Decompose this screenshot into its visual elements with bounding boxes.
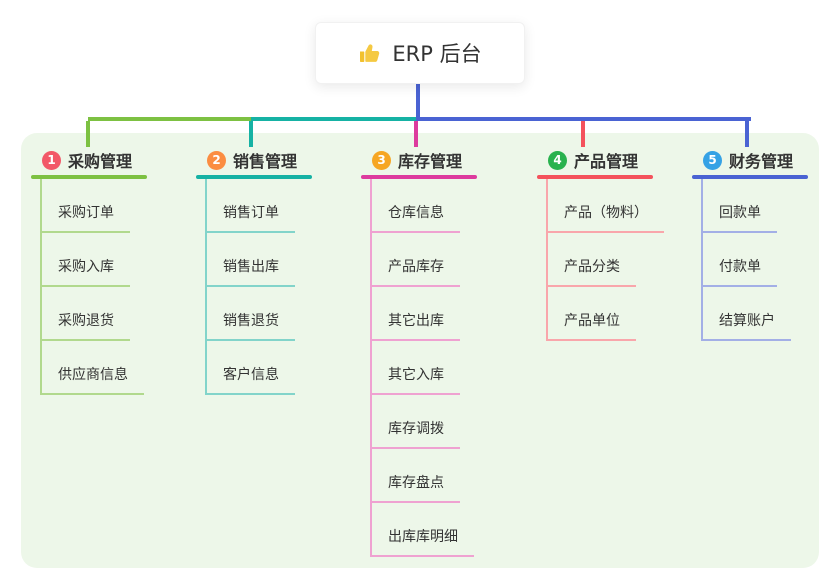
branch-number-badge: 5: [703, 150, 722, 170]
child-item[interactable]: 客户信息: [205, 365, 295, 395]
branch-underline: [537, 175, 653, 179]
thumbs-up-icon: [358, 41, 382, 65]
branch-number-badge: 2: [207, 150, 226, 170]
branch-title[interactable]: 4 产品管理: [548, 149, 638, 171]
branch-number-badge: 4: [548, 150, 567, 170]
branch-title[interactable]: 5 财务管理: [703, 149, 793, 171]
branch-children-line: [370, 179, 372, 557]
child-item[interactable]: 产品单位: [546, 311, 636, 341]
branch-underline: [692, 175, 808, 179]
child-item[interactable]: 供应商信息: [40, 365, 144, 395]
child-item[interactable]: 采购入库: [40, 257, 130, 287]
bus-segment-2: [251, 117, 416, 121]
branch-number-badge: 3: [372, 150, 391, 170]
branch-children-line: [205, 179, 207, 395]
root-connector-line: [416, 82, 420, 121]
branch-title-label: 销售管理: [233, 152, 298, 171]
branch-children-line: [40, 179, 42, 395]
child-item[interactable]: 库存调拨: [370, 419, 460, 449]
branch-underline: [31, 175, 147, 179]
branch-drop-line-5: [745, 121, 749, 147]
child-item[interactable]: 库存盘点: [370, 473, 460, 503]
root-label: ERP 后台: [392, 42, 482, 66]
branch-drop-line-4: [581, 121, 585, 147]
child-item[interactable]: 出库库明细: [370, 527, 474, 557]
child-item[interactable]: 产品（物料）: [546, 203, 664, 233]
branch-title-label: 财务管理: [729, 152, 794, 171]
child-item[interactable]: 仓库信息: [370, 203, 460, 233]
branch-title[interactable]: 3 库存管理: [372, 149, 462, 171]
child-item[interactable]: 销售退货: [205, 311, 295, 341]
bus-segment-1: [88, 117, 251, 121]
child-item[interactable]: 付款单: [701, 257, 777, 287]
branch-children-line: [546, 179, 548, 341]
child-item[interactable]: 其它入库: [370, 365, 460, 395]
branch-drop-line-3: [414, 121, 418, 147]
branch-drop-line-2: [249, 121, 253, 147]
branch-number-badge: 1: [42, 150, 61, 170]
branch-underline: [196, 175, 312, 179]
branch-title[interactable]: 2 销售管理: [207, 149, 297, 171]
child-item[interactable]: 采购退货: [40, 311, 130, 341]
child-item[interactable]: 结算账户: [701, 311, 791, 341]
branch-drop-line-1: [86, 121, 90, 147]
child-item[interactable]: 产品分类: [546, 257, 636, 287]
branch-children-line: [701, 179, 703, 341]
child-item[interactable]: 采购订单: [40, 203, 130, 233]
root-node[interactable]: ERP 后台: [315, 22, 525, 84]
branch-title-label: 产品管理: [574, 152, 639, 171]
branch-title-label: 库存管理: [398, 152, 463, 171]
branch-title-label: 采购管理: [68, 152, 133, 171]
child-item[interactable]: 产品库存: [370, 257, 460, 287]
bus-segment-3: [416, 117, 751, 121]
branches-panel: [21, 133, 819, 568]
branch-underline: [361, 175, 477, 179]
child-item[interactable]: 销售出库: [205, 257, 295, 287]
child-item[interactable]: 其它出库: [370, 311, 460, 341]
child-item[interactable]: 回款单: [701, 203, 777, 233]
child-item[interactable]: 销售订单: [205, 203, 295, 233]
branch-title[interactable]: 1 采购管理: [42, 149, 132, 171]
